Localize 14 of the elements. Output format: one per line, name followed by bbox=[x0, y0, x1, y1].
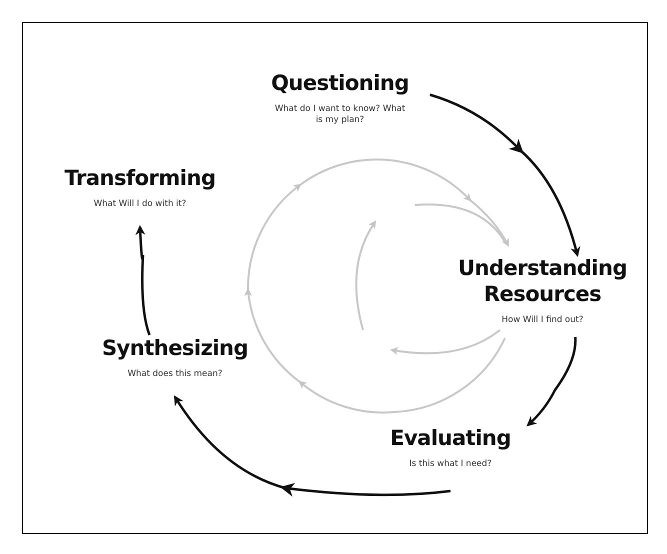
stage-heading: Evaluating bbox=[389, 425, 512, 451]
stage-question: What Will I do with it? bbox=[92, 199, 188, 210]
cycle-arrow bbox=[430, 94, 580, 257]
stage-question: What do I want to know? What is my plan? bbox=[274, 104, 406, 126]
stage-heading: Transforming bbox=[64, 165, 216, 191]
cycle-arrow bbox=[526, 336, 577, 426]
stage-heading: Understanding Resources bbox=[456, 255, 628, 307]
stage-question: How Will I find out? bbox=[500, 315, 584, 326]
stage-heading: Questioning bbox=[270, 70, 410, 96]
stage-question: Is this what I need? bbox=[408, 459, 493, 470]
cycle-arrow bbox=[174, 395, 451, 496]
stage-question: What does this mean? bbox=[126, 369, 224, 380]
stage-heading: Synthesizing bbox=[100, 335, 250, 361]
cycle-arrow bbox=[135, 225, 151, 336]
